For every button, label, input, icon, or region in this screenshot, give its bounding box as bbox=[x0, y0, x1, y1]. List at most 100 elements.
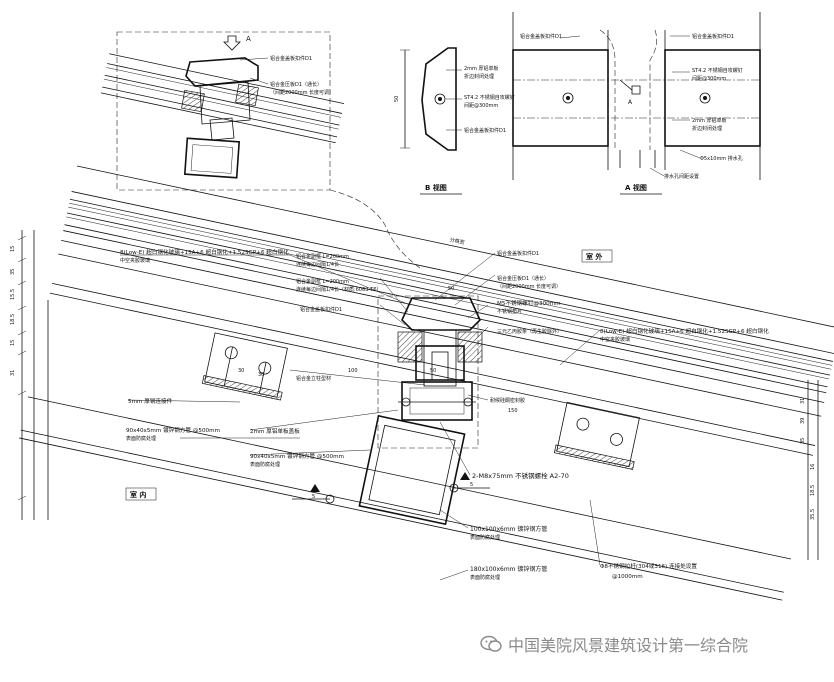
tube90-1-sub: 表面防腐处理 bbox=[126, 435, 156, 442]
glass-right-sub: 中空夹胶玻璃 bbox=[600, 336, 630, 343]
rod-label: Φ8不锈钢拉杆(304或316) 连接处设置 bbox=[600, 562, 697, 570]
epdm-left bbox=[397, 331, 423, 363]
dim-50: 50 bbox=[430, 368, 436, 374]
b-view-label-5: 铝合金盖板扣件D1 bbox=[464, 127, 506, 134]
bolt-label: 2-M8x75mm 不锈钢螺栓 A2-70 bbox=[472, 471, 569, 480]
detail-top-label-3: （间距2000mm 长度可调） bbox=[270, 89, 334, 96]
top-span-label: 分格宽 bbox=[449, 236, 465, 246]
detail-top-label-1: 铝合金盖板扣件D1 bbox=[270, 55, 312, 62]
sealant-label: 耐候硅酮密封胶 bbox=[490, 397, 525, 404]
dim-100: 100 bbox=[348, 368, 358, 374]
alu-profile-label: 铝合金立柱型材 bbox=[296, 375, 331, 382]
right-bracket bbox=[553, 401, 640, 470]
bracket1-label: 铝合金副框 L=200mm bbox=[296, 253, 349, 260]
section-marker-a: A bbox=[246, 35, 251, 43]
section-marker-right: 5 bbox=[449, 472, 490, 493]
left-bracket bbox=[201, 332, 288, 401]
main-steel-tube bbox=[358, 414, 466, 526]
svg-text:A: A bbox=[628, 99, 633, 106]
view-arrow-a bbox=[223, 35, 241, 51]
a-view-label-5: 2mm 厚铝单板 bbox=[692, 117, 727, 124]
dim-30a: 30 bbox=[238, 368, 244, 374]
a-view-title: A 视图 bbox=[625, 183, 647, 192]
b-view-label-4: 间距@300mm bbox=[464, 102, 498, 109]
mullion-inner bbox=[415, 345, 465, 381]
screw-b bbox=[434, 93, 446, 105]
svg-text:16: 16 bbox=[810, 464, 816, 470]
press-plate-label: 铝合金压板D1（通长） bbox=[497, 275, 549, 282]
svg-text:35: 35 bbox=[10, 269, 16, 275]
tube180-sub: 表面防腐处理 bbox=[470, 574, 500, 581]
b-view-title: B 视图 bbox=[425, 183, 447, 192]
tube100-label: 100x100x6mm 镀锌钢方管 bbox=[470, 525, 547, 533]
tube100-sub: 表面防腐处理 bbox=[470, 534, 500, 541]
cap-profile bbox=[185, 57, 259, 87]
section-marker-left: 5 bbox=[292, 484, 335, 504]
a-view-label-1: 铝合金盖板扣件D1 bbox=[520, 33, 562, 40]
left-dimension-column: 15 35 15.5 18.5 15 31 bbox=[10, 230, 49, 520]
wechat-icon bbox=[480, 635, 502, 652]
svg-text:35: 35 bbox=[800, 438, 806, 444]
central-mullion bbox=[397, 297, 483, 421]
a-view-label-4: 间距@300mm bbox=[692, 75, 726, 82]
outside-label: 室 外 bbox=[586, 252, 602, 261]
node-dashed-box bbox=[377, 295, 479, 449]
plate-left-a bbox=[512, 49, 609, 147]
plate5-label: 5mm 厚钢连接件 bbox=[128, 397, 173, 405]
detail-top-label-2: 铝合金压板D1（通长） bbox=[270, 81, 322, 88]
dim-30b: 30 bbox=[258, 372, 264, 378]
a-view-label-6: 折边封闭处理 bbox=[692, 125, 722, 132]
glass-left-sub: 中空夹胶玻璃 bbox=[120, 257, 150, 264]
leader-lines bbox=[120, 252, 601, 581]
enlarged-detail-top: A 铝合金盖板扣件D1 铝合金压板D1（通长） （间距2000mm 长度可调） bbox=[100, 31, 421, 269]
bracket2-label: 铝合金副框 L=200mm bbox=[296, 278, 349, 285]
svg-text:18.5: 18.5 bbox=[10, 314, 16, 325]
svg-text:15: 15 bbox=[10, 246, 16, 252]
svg-text:35.5: 35.5 bbox=[810, 509, 816, 520]
steel-tube-detail bbox=[183, 137, 241, 179]
screw-m5-sub: 不锈钢垫片 bbox=[497, 308, 522, 315]
a-view-label-8: 排水孔间距设置 bbox=[664, 173, 699, 180]
a-view-label-2: 铝合金盖板扣件D1 bbox=[692, 33, 734, 40]
svg-text:31: 31 bbox=[10, 370, 16, 376]
glass-and-frame-bands: 分格宽 bbox=[19, 165, 834, 601]
svg-text:39: 39 bbox=[800, 418, 806, 424]
dim-150: 150 bbox=[508, 408, 518, 414]
cap-cover bbox=[401, 297, 481, 331]
tube90-2-sub: 表面防腐处理 bbox=[250, 461, 280, 468]
main-section: 15 35 15.5 18.5 15 31 31 39 35 16 18.5 3… bbox=[10, 165, 834, 601]
watermark: 中国美院风景建筑设计第一综合院 bbox=[480, 632, 748, 656]
dim-b50: 50 bbox=[448, 286, 454, 292]
watermark-text: 中国美院风景建筑设计第一综合院 bbox=[508, 636, 749, 655]
rod-spacing: @1000mm bbox=[612, 574, 643, 580]
a-view-detail: A 铝合金盖板扣件D1 铝合金盖板扣件D1 ST4.2 不锈钢自攻螺钉 间距@3… bbox=[512, 12, 761, 195]
tube180-label: 180x100x6mm 镀锌钢方管 bbox=[470, 565, 547, 573]
screw-m5-label: M5不锈钢螺钉@300mm bbox=[497, 299, 561, 307]
inside-label: 室 内 bbox=[130, 490, 146, 499]
b-view-label-2: 折边封闭处理 bbox=[464, 73, 494, 80]
cap-clip-label: 铝合金盖板扣件D1 bbox=[497, 250, 539, 257]
svg-text:31: 31 bbox=[800, 398, 806, 404]
tube90-1-label: 90x40x5mm 镀锌钢方管 @500mm bbox=[126, 426, 220, 434]
screw-a-left bbox=[562, 92, 574, 104]
svg-text:18.5: 18.5 bbox=[810, 485, 816, 496]
svg-text:5: 5 bbox=[312, 494, 315, 500]
svg-text:50: 50 bbox=[394, 96, 400, 102]
bracket1-sub: 连续每边间隔1/4长 bbox=[296, 261, 339, 268]
b-view-detail: 50 2mm 厚铝单板 折边封闭处理 ST4.2 不锈钢自攻螺钉 间距@300m… bbox=[394, 47, 515, 195]
outside-label-box bbox=[581, 249, 613, 263]
inside-label-box bbox=[125, 487, 157, 501]
steel-connector bbox=[401, 381, 473, 421]
bracket2-sub: 连续每边间隔1/4长（材质:6063-T6） bbox=[296, 286, 382, 293]
b-view-label-1: 2mm 厚铝单板 bbox=[464, 65, 499, 72]
screw-a-right bbox=[699, 92, 711, 104]
a-view-label-7: Φ5x10mm 排水孔 bbox=[700, 155, 743, 162]
b-view-label-3: ST4.2 不锈钢自攻螺钉 bbox=[464, 94, 515, 101]
epdm-label: 三元乙丙胶条（再生胶除外） bbox=[497, 328, 562, 335]
press-plate-sub: （间距2000mm 长度可调） bbox=[497, 283, 561, 290]
svg-text:15.5: 15.5 bbox=[10, 289, 16, 300]
plate2-label: 2mm 厚铝单板盖板 bbox=[250, 427, 300, 435]
svg-text:15: 15 bbox=[10, 340, 16, 346]
cap-d1-label: 铝合金盖板扣件D1 bbox=[300, 306, 342, 313]
